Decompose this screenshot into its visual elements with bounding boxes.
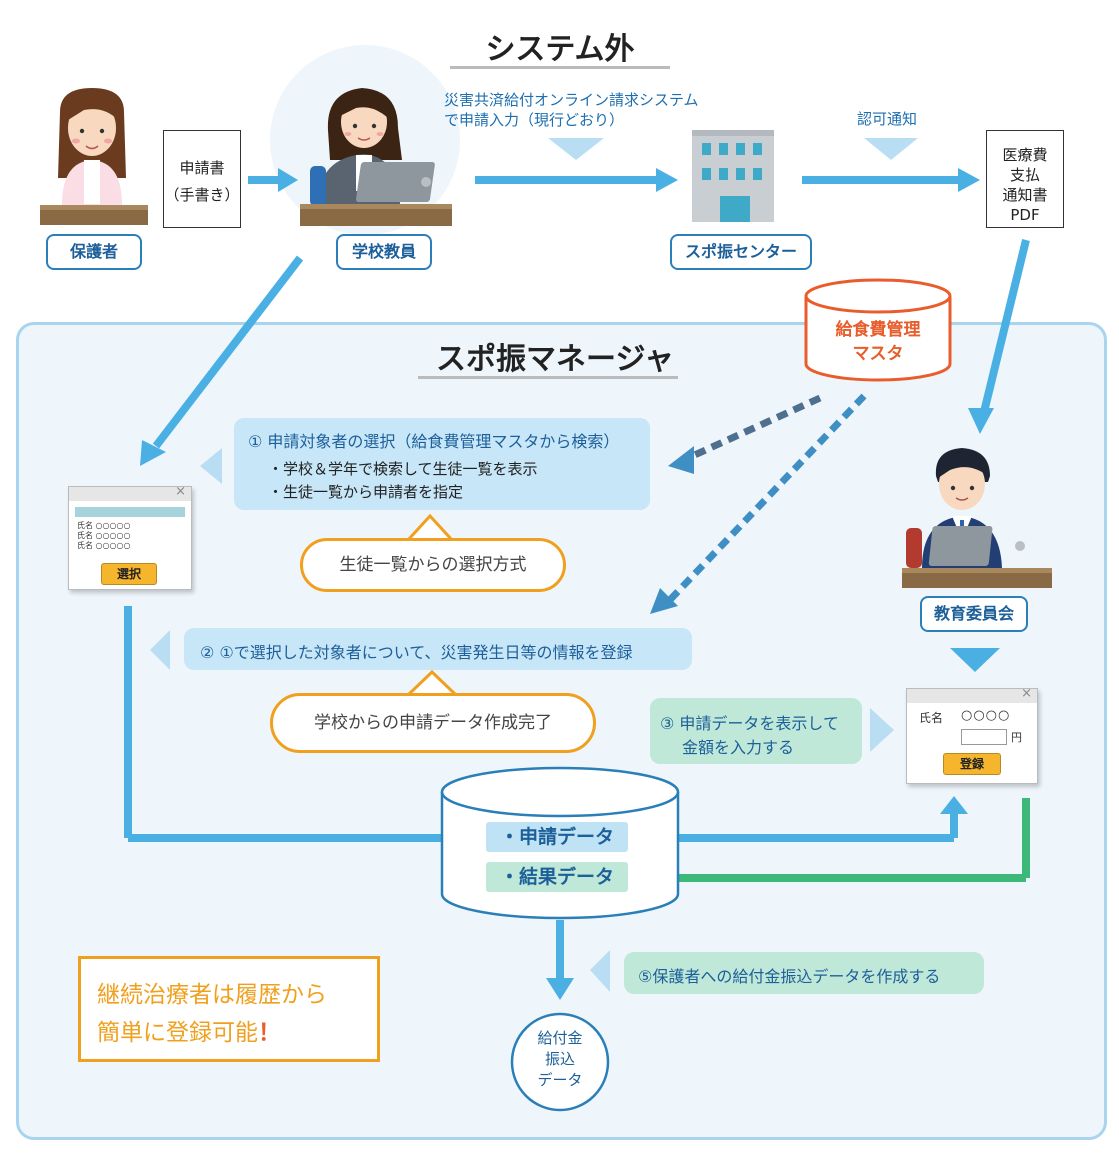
db-line: 給食費管理 [835,320,921,340]
approval-label: 認可通知 [857,110,918,128]
student-row[interactable]: 氏名 ○○○○○ [77,541,131,550]
master-db-label: 給食費管理 マスタ [806,318,950,366]
highlight-box: 継続治療者は履歴から 簡単に登録可能！ [78,956,380,1062]
select-window: × 氏名 ○○○○○ 氏名 ○○○○○ 氏名 ○○○○○ 選択 [68,484,192,590]
step3-box: ③ 申請データを表示して 金額を入力する [650,698,862,764]
highlight-line: 継続治療者は履歴から [97,982,327,1008]
payment-notice-doc: 医療費 支払 通知書 PDF [986,130,1064,228]
outside-title-underline [450,66,670,69]
board-member-illustration [902,448,1052,588]
doc-line: PDF [1010,206,1040,224]
highlight-line-2: 簡単に登録可能！ [97,1013,281,1047]
teacher-label: 学校教員 [336,234,432,270]
unit-label: 円 [1011,731,1022,744]
step5-box: ⑤保護者への給付金振込データを作成する [624,952,984,994]
flow-line: で申請入力（現行どおり） [444,111,625,129]
step3-line: ③ 申請データを表示して [660,714,839,733]
teacher-illustration [300,88,452,226]
name-value: ○○○○ [961,708,1011,723]
payment-line: 給付金 [537,1029,583,1047]
application-data-label: ・申請データ [486,822,628,852]
complete-bubble: 学校からの申請データ作成完了 [270,693,596,753]
inside-title: スポ振マネージャ [436,342,674,377]
register-window: × 氏名 ○○○○ 円 登録 [906,686,1038,784]
student-row[interactable]: 氏名 ○○○○○ [77,531,131,540]
step5-text: ⑤保護者への給付金振込データを作成する [638,967,941,986]
select-button[interactable]: 選択 [101,563,157,585]
payment-data-circle [510,1012,610,1112]
select-method-bubble: 生徒一覧からの選択方式 [300,538,566,592]
window-titlebar: × [907,686,1037,703]
step2-box: ② ①で選択した対象者について、災害発生日等の情報を登録 [184,628,692,670]
guardian-label: 保護者 [46,234,142,270]
doc-line: （手書き） [164,186,240,204]
doc-line: 医療費 [1002,146,1048,164]
step2-text: ② ①で選択した対象者について、災害発生日等の情報を登録 [200,643,633,662]
outside-title: システム外 [485,32,635,67]
step1-title: ① 申請対象者の選択（給食費管理マスタから検索） [248,432,620,451]
payment-data-label: 給付金 振込 データ [512,1028,608,1091]
window-titlebar: × [69,484,191,501]
payment-line: データ [537,1071,583,1089]
application-form-doc: 申請書 （手書き） [163,130,241,228]
register-button[interactable]: 登録 [943,753,1001,775]
db-line: マスタ [852,344,904,364]
step1-item: ・生徒一覧から申請者を指定 [268,483,464,501]
inside-title-underline [418,376,678,379]
highlight-text: 簡単に登録可能 [97,1020,258,1046]
board-label: 教育委員会 [920,596,1028,632]
step3-line: 金額を入力する [682,738,795,757]
payment-line: 振込 [544,1050,575,1068]
amount-input[interactable] [961,729,1007,745]
result-data-label: ・結果データ [486,862,628,892]
guardian-illustration [40,88,148,225]
doc-line: 申請書 [179,159,225,177]
step1-item: ・学校＆学年で検索して生徒一覧を表示 [268,460,538,478]
name-label: 氏名 [919,711,944,725]
student-row[interactable]: 氏名 ○○○○○ [77,521,131,530]
doc-line: 通知書 [1002,186,1048,204]
online-flow-label: 災害共済給付オンライン請求システム で申請入力（現行どおり） [444,90,764,130]
step1-box: ① 申請対象者の選択（給食費管理マスタから検索） ・学校＆学年で検索して生徒一覧… [234,418,650,510]
close-icon[interactable]: × [175,484,186,499]
master-db-cylinder [804,278,952,382]
close-icon[interactable]: × [1021,686,1032,701]
search-bar [75,507,185,517]
sports-center-building [692,130,774,222]
doc-line: 支払 [1009,166,1040,184]
exclamation-mark: ！ [258,1020,281,1046]
flow-line: 災害共済給付オンライン請求システム [444,91,699,109]
center-label: スポ振センター [670,234,812,270]
